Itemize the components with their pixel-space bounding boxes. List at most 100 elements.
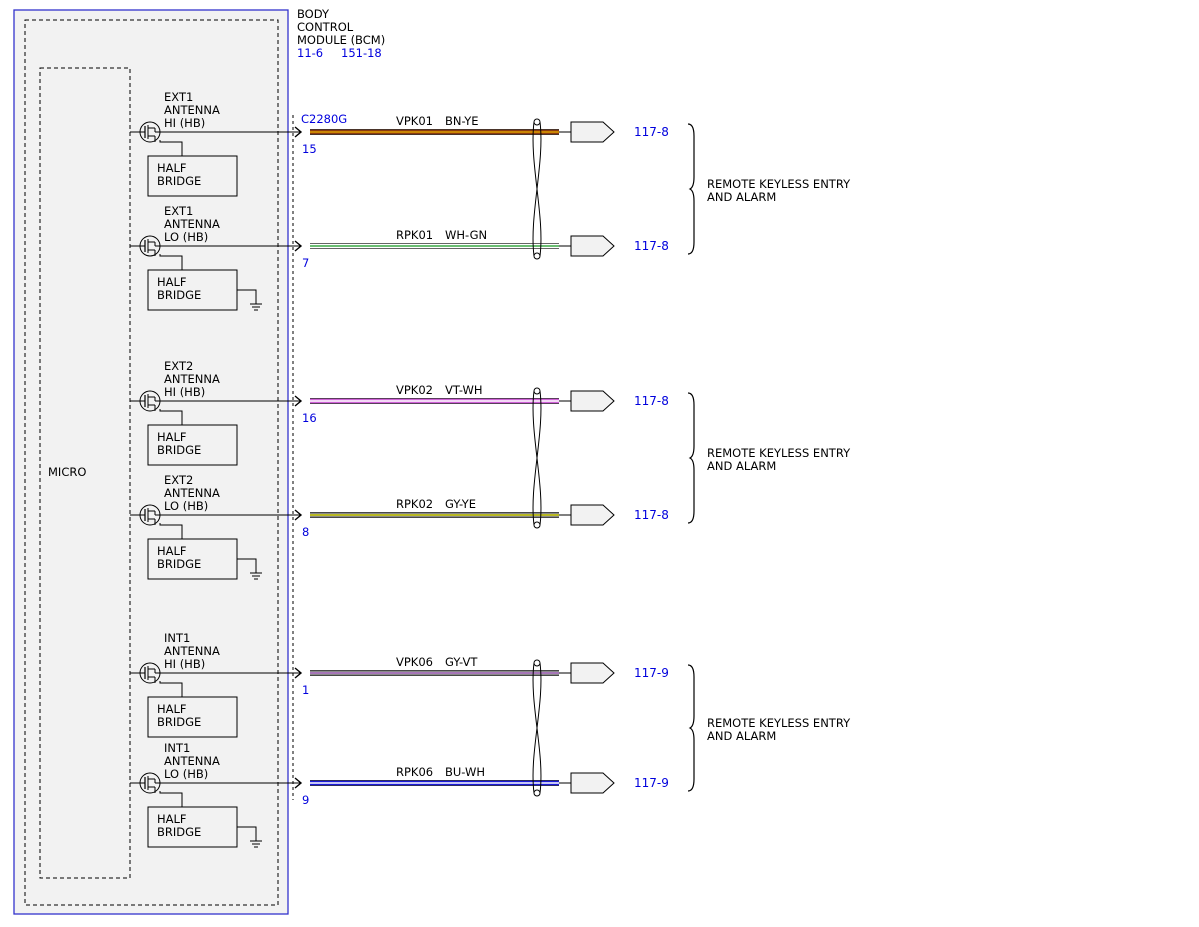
- page-reference[interactable]: 117-8: [634, 239, 669, 253]
- destination-label: REMOTE KEYLESS ENTRY: [707, 446, 851, 460]
- channel-label-line: HI (HB): [164, 116, 205, 130]
- half-bridge-label: BRIDGE: [157, 443, 201, 457]
- page-reference[interactable]: 117-8: [634, 125, 669, 139]
- half-bridge-box: [147, 806, 238, 848]
- destination-label: AND ALARM: [707, 459, 776, 473]
- pin-number: 8: [302, 525, 309, 539]
- half-bridge-label: HALF: [157, 702, 187, 716]
- channel-label-line: INT1: [164, 741, 190, 755]
- bcm-inner-dashed-border: [24, 19, 279, 906]
- channel-label-line: EXT1: [164, 204, 193, 218]
- driver-link: [159, 409, 183, 425]
- pin-number: 7: [302, 256, 309, 270]
- half-bridge-box: [147, 538, 238, 580]
- connector-pin-arrow: [294, 509, 303, 521]
- wire-color-code: WH-GN: [445, 228, 487, 242]
- half-bridge-box: [147, 424, 238, 466]
- channel-label-line: HI (HB): [164, 385, 205, 399]
- wire-color-code: GY-YE: [445, 497, 476, 511]
- connector-pin-arrow: [294, 395, 303, 407]
- inline-connector: [570, 121, 615, 143]
- channel-label-line: EXT2: [164, 473, 193, 487]
- channel-label-line: ANTENNA: [164, 103, 220, 117]
- channel-label-line: ANTENNA: [164, 217, 220, 231]
- half-bridge-label: HALF: [157, 275, 187, 289]
- connector-pin-arrow: [294, 126, 303, 138]
- module-ref-left[interactable]: 11-6: [297, 46, 323, 60]
- channel-label-line: EXT1: [164, 90, 193, 104]
- half-bridge-label: BRIDGE: [157, 174, 201, 188]
- module-title: BODY CONTROL MODULE (BCM): [297, 7, 385, 47]
- circuit-id: RPK06: [396, 765, 433, 779]
- page-reference[interactable]: 117-8: [634, 508, 669, 522]
- connector-pin-arrow: [294, 777, 303, 789]
- channel-label-line: ANTENNA: [164, 372, 220, 386]
- channel-label-line: ANTENNA: [164, 644, 220, 658]
- ground-icon: [237, 558, 262, 580]
- circuit-id: VPK06: [396, 655, 433, 669]
- channel-label-line: LO (HB): [164, 499, 208, 513]
- transistor-symbol: [130, 235, 161, 257]
- half-bridge-label: BRIDGE: [157, 288, 201, 302]
- brace-icon: [687, 664, 695, 792]
- connector-label: C2280G: [301, 112, 347, 126]
- half-bridge-box: [147, 696, 238, 738]
- half-bridge-label: BRIDGE: [157, 557, 201, 571]
- module-title-line-1: BODY: [297, 7, 330, 21]
- connector-pin-arrow: [294, 667, 303, 679]
- twisted-pair-icon: [532, 118, 542, 260]
- circuit-id: RPK01: [396, 228, 433, 242]
- driver-link: [159, 140, 183, 156]
- driver-link: [159, 681, 183, 697]
- half-bridge-box: [147, 155, 238, 197]
- circuit-id: VPK01: [396, 114, 433, 128]
- module-ref-right[interactable]: 151-18: [341, 46, 382, 60]
- channel-label-line: EXT2: [164, 359, 193, 373]
- page-reference[interactable]: 117-9: [634, 776, 669, 790]
- pin-number: 15: [302, 142, 317, 156]
- driver-link: [159, 254, 183, 270]
- inline-connector: [570, 504, 615, 526]
- half-bridge-label: BRIDGE: [157, 825, 201, 839]
- channel-label-line: INT1: [164, 631, 190, 645]
- driver-link: [159, 523, 183, 539]
- channel-label-line: LO (HB): [164, 230, 208, 244]
- brace-icon: [687, 123, 695, 255]
- micro-label: MICRO: [48, 465, 86, 479]
- inline-connector: [570, 662, 615, 684]
- page-reference[interactable]: 117-8: [634, 394, 669, 408]
- pin-number: 16: [302, 411, 317, 425]
- channel-label-line: HI (HB): [164, 657, 205, 671]
- inline-connector: [570, 772, 615, 794]
- half-bridge-label: HALF: [157, 812, 187, 826]
- module-title-line-2: CONTROL: [297, 20, 354, 34]
- ground-icon: [237, 289, 262, 311]
- brace-icon: [687, 392, 695, 524]
- transistor-symbol: [130, 772, 161, 794]
- module-title-line-3: MODULE (BCM): [297, 33, 385, 47]
- page-reference[interactable]: 117-9: [634, 666, 669, 680]
- micro-block: [39, 67, 131, 879]
- pin-number: 1: [302, 683, 309, 697]
- destination-label: AND ALARM: [707, 190, 776, 204]
- half-bridge-label: BRIDGE: [157, 715, 201, 729]
- destination-label: REMOTE KEYLESS ENTRY: [707, 716, 851, 730]
- channel-label-line: ANTENNA: [164, 486, 220, 500]
- transistor-symbol: [130, 504, 161, 526]
- channel-label-line: LO (HB): [164, 767, 208, 781]
- half-bridge-label: HALF: [157, 430, 187, 444]
- driver-link: [159, 791, 183, 807]
- inline-connector: [570, 235, 615, 257]
- inline-connector: [570, 390, 615, 412]
- ground-icon: [237, 826, 262, 848]
- twisted-pair-icon: [532, 387, 542, 529]
